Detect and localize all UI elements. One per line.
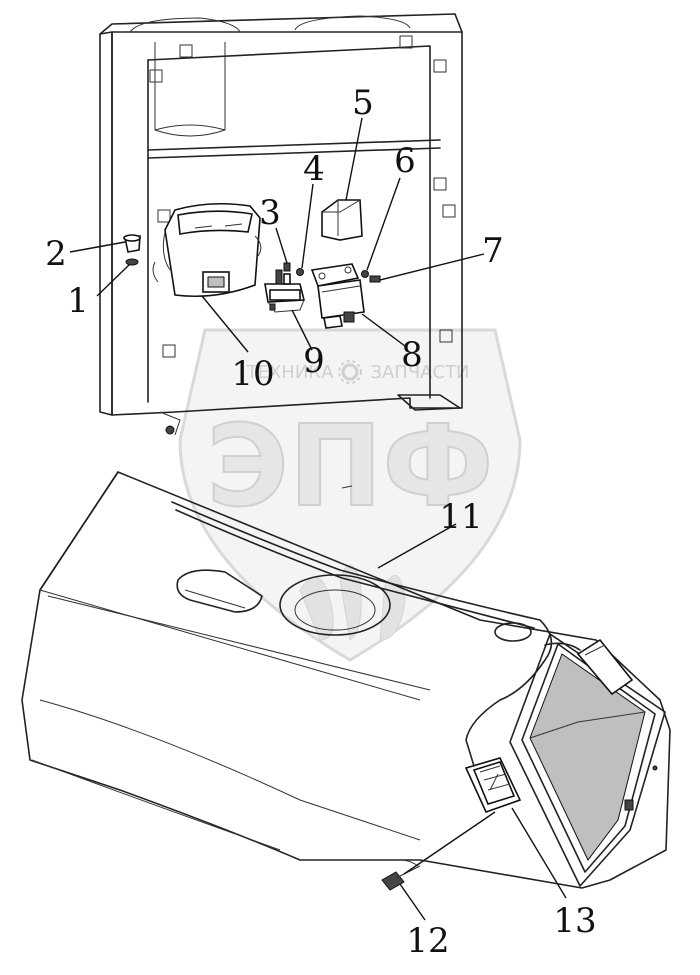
callout-4: 4 [303, 149, 325, 189]
callout-7: 7 [482, 231, 504, 271]
callout-2: 2 [45, 234, 67, 274]
callout-5: 5 [352, 83, 374, 123]
callout-6: 6 [394, 141, 416, 181]
gear-icon [338, 360, 362, 384]
part-2-grommet [123, 234, 141, 253]
part-10-module [162, 202, 262, 298]
watermark-brand: ЭПФ [207, 402, 494, 532]
watermark-shield [178, 328, 522, 662]
leader-lines [69, 117, 567, 921]
part-3-screw [283, 262, 291, 272]
callout-12: 12 [406, 921, 449, 961]
watermark-right-word: ЗАПЧАСТИ [370, 362, 469, 383]
frame-connector [576, 638, 634, 696]
part-13-lamp [464, 757, 522, 813]
part-12-screw [381, 811, 496, 891]
mounting-slots [149, 35, 456, 358]
callout-13: 13 [553, 901, 596, 941]
watermark: ЭПФ ТЕХНИКА ЗАПЧАСТИ [178, 328, 522, 662]
callout-8: 8 [401, 335, 423, 375]
part-4-washer [296, 268, 304, 276]
part-11-wire-harness [171, 501, 581, 767]
part-1-clip [125, 258, 139, 266]
callout-1: 1 [67, 281, 89, 321]
watermark-left-word: ТЕХНИКА [246, 362, 334, 383]
callout-10: 10 [231, 354, 274, 394]
part-9-relay [264, 269, 306, 313]
upper-panel [99, 13, 463, 436]
part-7-bolt [369, 275, 381, 283]
callout-11: 11 [439, 497, 482, 537]
lower-cover [21, 471, 671, 889]
part-8-relay-block [310, 263, 365, 329]
part-5-connector [321, 199, 363, 241]
part-6-nut [361, 270, 369, 278]
callout-numbers: 1 2 3 4 5 6 7 8 9 10 11 12 13 [45, 83, 596, 961]
callout-9: 9 [303, 341, 325, 381]
wheat-emblem-icon [299, 564, 406, 641]
callout-3: 3 [259, 193, 281, 233]
